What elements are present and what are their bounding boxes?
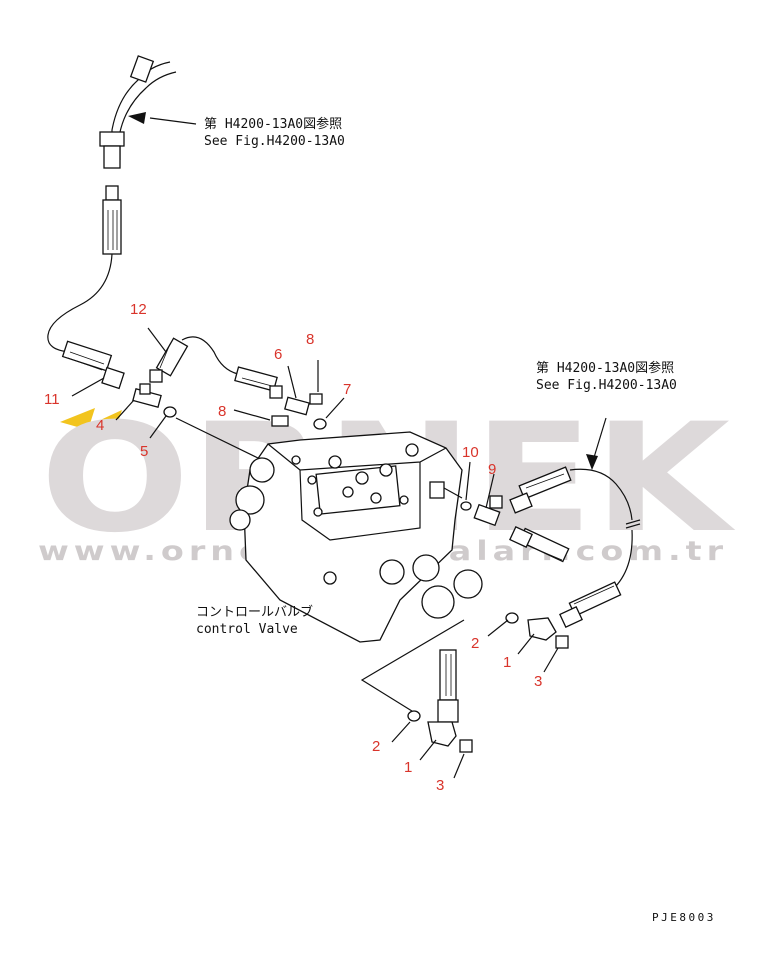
callout-2-bottom: 2	[372, 738, 380, 755]
callout-11: 11	[44, 391, 60, 408]
watermark-accent-mark-2	[96, 410, 122, 428]
callout-10: 10	[462, 444, 479, 461]
callout-12: 12	[130, 301, 147, 318]
callout-3-bottom: 3	[436, 777, 444, 794]
bottom-fitting-group	[360, 619, 473, 753]
leader-lines	[71, 327, 559, 779]
control-valve	[229, 431, 483, 643]
right-hose-group	[460, 417, 641, 649]
callout-2-right: 2	[471, 635, 479, 652]
callout-5: 5	[140, 443, 148, 460]
left-hose-group	[61, 336, 327, 459]
callout-1-right: 1	[503, 654, 511, 671]
drawing-code: PJE8003	[652, 911, 716, 924]
callout-6: 6	[274, 346, 282, 363]
top-hose-assembly	[47, 55, 197, 353]
callout-8-left: 8	[218, 403, 226, 420]
watermark-accent-mark	[60, 408, 95, 430]
callout-3-right: 3	[534, 673, 542, 690]
component-label-jp: コントロールバルブ	[196, 604, 313, 620]
reference-top-jp: 第 H4200-13A0図参照	[204, 116, 342, 132]
callout-8-top: 8	[306, 331, 314, 348]
callout-4: 4	[96, 417, 104, 434]
callout-1-bottom: 1	[404, 759, 412, 776]
component-label-en: control Valve	[196, 622, 298, 637]
reference-right-en: See Fig.H4200-13A0	[536, 378, 677, 393]
callout-7: 7	[343, 381, 351, 398]
reference-top-en: See Fig.H4200-13A0	[204, 134, 345, 149]
callout-9: 9	[488, 461, 496, 478]
reference-right-jp: 第 H4200-13A0図参照	[536, 360, 674, 376]
